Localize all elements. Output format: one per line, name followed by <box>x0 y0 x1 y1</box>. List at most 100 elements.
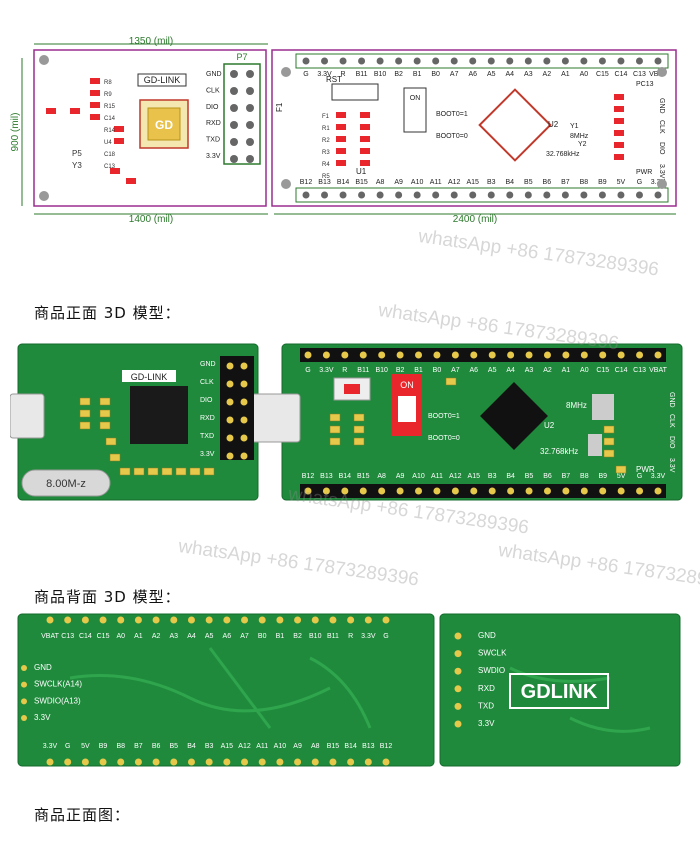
smd-pad <box>336 136 346 142</box>
header-pad <box>487 57 495 65</box>
pin-label: GND <box>206 71 222 78</box>
pin-label: A12 <box>449 473 462 480</box>
header-pad <box>524 191 532 199</box>
front-p7-header <box>220 356 254 460</box>
pin-label: B6 <box>543 473 552 480</box>
pin-label: B8 <box>580 473 589 480</box>
front-y2-crystal <box>588 434 602 456</box>
header-pad <box>187 758 195 766</box>
header-pad <box>311 758 319 766</box>
front-gdlink-box <box>122 370 176 382</box>
header-pad <box>382 616 390 624</box>
header-pad <box>241 616 249 624</box>
front-bottom-header <box>300 484 666 498</box>
p7-pin <box>226 452 234 460</box>
header-pad <box>46 616 54 624</box>
pin-label: DIO <box>658 142 665 155</box>
smd-part <box>329 425 341 434</box>
smd-pad <box>90 90 100 96</box>
y1-freq: 8MHz <box>570 133 589 140</box>
pin-label: A3 <box>170 633 179 640</box>
main-mcu <box>478 88 552 162</box>
pin-label: B3 <box>487 179 496 186</box>
pin-label: B2 <box>293 633 302 640</box>
pin-label: C14 <box>615 71 628 78</box>
p7-pad <box>230 104 238 112</box>
pin-label: A0 <box>580 367 589 374</box>
p7-pin <box>226 434 234 442</box>
pin-label: GND <box>478 631 496 640</box>
header-pad <box>561 191 569 199</box>
header-pad <box>415 487 423 495</box>
pin-label: GND <box>34 663 52 672</box>
front-y1-crystal <box>592 394 614 420</box>
pin-label: B10 <box>309 633 322 640</box>
ref-label: R4 <box>322 162 330 168</box>
dip-on-label: ON <box>410 95 421 102</box>
p7-pin <box>240 434 248 442</box>
pin-label: SWCLK(A14) <box>34 680 82 689</box>
pin-label: B13 <box>318 179 331 186</box>
ref-label: U4 <box>104 140 112 146</box>
header-pad <box>294 758 302 766</box>
pin-label: G <box>637 179 642 186</box>
header-pad <box>432 191 440 199</box>
header-pad <box>413 57 421 65</box>
header-pad <box>81 616 89 624</box>
p7-pin <box>240 416 248 424</box>
ref-label: R15 <box>104 104 116 110</box>
smd-pad <box>614 106 624 112</box>
header-pad <box>470 351 478 359</box>
pin-label: A5 <box>487 71 496 78</box>
smd-part <box>353 413 365 422</box>
smd-pad <box>336 160 346 166</box>
p7-label: P7 <box>236 52 247 62</box>
header-pad <box>454 685 462 693</box>
front-crystal-label: 8.00M-z <box>46 478 86 490</box>
smd-pad <box>126 178 136 184</box>
ref-label: F1 <box>322 114 330 120</box>
pin-label: A3 <box>524 71 533 78</box>
front-photo-title: 商品正面图： <box>34 806 131 824</box>
pin-label: B4 <box>187 743 196 750</box>
pin-label: A7 <box>451 367 460 374</box>
header-pad <box>454 702 462 710</box>
front-debugger-chip <box>130 386 188 444</box>
ref-label: C18 <box>104 152 116 158</box>
pin-label: A5 <box>205 633 214 640</box>
pin-label: C13 <box>633 367 646 374</box>
smd-part <box>603 449 615 458</box>
ref-label: C14 <box>104 116 116 122</box>
pin-label: B4 <box>506 473 515 480</box>
pin-label: GND <box>668 392 675 408</box>
pin-label: VBAT <box>41 633 59 640</box>
header-pad <box>223 616 231 624</box>
front-top-header <box>300 348 666 362</box>
header-pad <box>329 616 337 624</box>
pin-label: 3.3V <box>34 713 51 722</box>
header-pad <box>415 351 423 359</box>
pin-label: 3.3V <box>317 71 332 78</box>
p5-label: P5 <box>72 149 82 158</box>
header-pad <box>117 758 125 766</box>
pin-label: B13 <box>362 743 375 750</box>
front-rst-cap <box>344 384 360 394</box>
header-pad <box>654 351 662 359</box>
p7-pads <box>230 70 254 163</box>
p7-pad <box>246 104 254 112</box>
header-pad <box>359 487 367 495</box>
pin-label: B0 <box>433 367 442 374</box>
smd-part <box>353 425 365 434</box>
header-pad <box>654 487 662 495</box>
pin-label: A11 <box>430 179 442 186</box>
gdlink-label: GD-LINK <box>144 75 181 85</box>
pin-label: B12 <box>380 743 393 750</box>
pin-label: RXD <box>206 120 221 127</box>
pin-label: CLK <box>200 379 214 386</box>
smd-part <box>189 467 201 476</box>
header-pad <box>341 487 349 495</box>
